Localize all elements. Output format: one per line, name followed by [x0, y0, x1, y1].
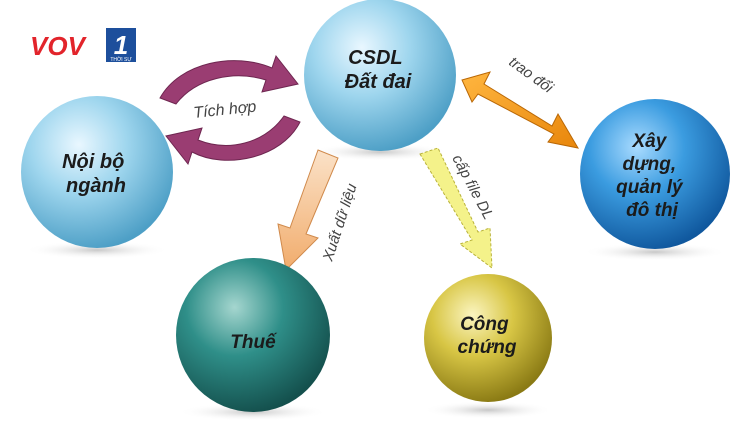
- node-thue-label: Thuế: [230, 332, 278, 353]
- shadow-cong-chung: [423, 401, 553, 419]
- node-cong-chung-line1: Công: [460, 314, 509, 335]
- node-noi-bo-line1: Nội bộ: [62, 151, 124, 173]
- node-csdl-sphere: [304, 0, 456, 151]
- edge-xuat-du-lieu-label: Xuất dữ liệu: [319, 181, 361, 264]
- logo-vov-text: VOV: [30, 31, 88, 61]
- shadow-csdl: [310, 143, 450, 161]
- node-xay-dung-line2: dựng,: [623, 154, 677, 175]
- node-xay-dung-sphere: [580, 99, 730, 249]
- shadow-noi-bo: [25, 241, 169, 259]
- node-csdl-line1: CSDL: [348, 47, 402, 69]
- edge-tich-hop-label: Tích hợp: [193, 98, 258, 122]
- node-xay-dung-line4: đô thị: [626, 200, 678, 221]
- node-noi-bo-line2: ngành: [66, 175, 126, 197]
- node-csdl-line2: Đất đai: [345, 71, 412, 93]
- tich-hop-arrow-bottom: [165, 115, 301, 166]
- vov-logo: VOV 1 THỜI SỰ: [30, 28, 136, 63]
- logo-channel-box: [106, 28, 136, 62]
- node-cong-chung-line2: chứng: [458, 337, 517, 358]
- shadow-xay-dung: [583, 243, 727, 261]
- node-thue-sphere: [176, 258, 330, 412]
- node-xay-dung-line3: quản lý: [616, 177, 684, 198]
- node-xay-dung-line1: Xây: [631, 131, 667, 152]
- node-noi-bo-label: Nội bộ ngành: [62, 151, 130, 197]
- tich-hop-arrow-top: [159, 54, 299, 105]
- node-cong-chung-sphere: [424, 274, 552, 402]
- cap-file-arrow: [419, 147, 493, 270]
- logo-channel-number: 1: [114, 30, 128, 60]
- node-thue-line1: Thuế: [230, 332, 278, 353]
- node-xay-dung-label: Xây dựng, quản lý đô thị: [616, 131, 688, 221]
- node-cong-chung-label: Công chứng: [458, 314, 517, 358]
- node-csdl-label: CSDL Đất đai: [345, 47, 412, 93]
- trao-doi-double-arrow: [461, 71, 579, 149]
- xuat-du-lieu-arrow: [277, 149, 339, 272]
- logo-subtitle: THỜI SỰ: [110, 56, 132, 63]
- edge-trao-doi-label: trao đổi: [506, 53, 557, 97]
- node-noi-bo-sphere: [21, 96, 173, 248]
- tich-hop-cycle-arrows: [159, 54, 301, 166]
